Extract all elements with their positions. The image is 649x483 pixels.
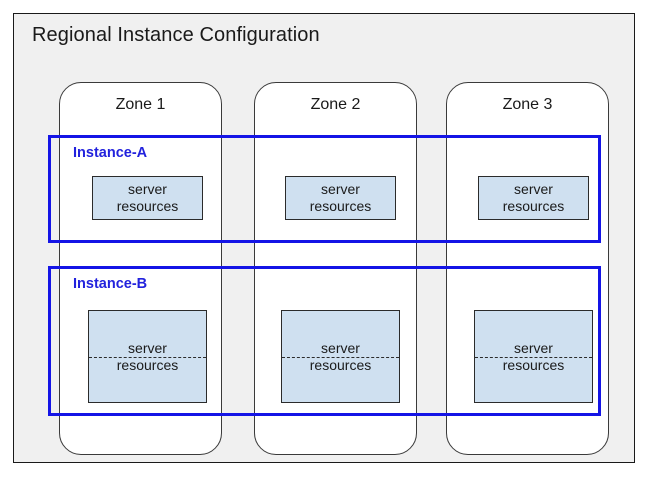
instance-label-b: Instance-B	[73, 276, 148, 292]
server-resources-line-2: resources	[502, 198, 565, 214]
server-resources-line-2: resources	[309, 356, 372, 373]
server-resources-line-1: server	[128, 339, 167, 356]
server-resources-line-1: server	[321, 339, 360, 356]
server-resources-line-1: server	[514, 339, 553, 356]
server-resources-box[interactable]: server resources	[92, 176, 203, 220]
instance-label-a: Instance-A	[73, 145, 148, 161]
server-resources-line-2: resources	[116, 356, 179, 373]
zone-label-1: Zone 1	[115, 96, 166, 113]
server-resources-line-1: server	[128, 181, 167, 198]
server-resources-box[interactable]: server resources	[88, 310, 207, 403]
server-resources-line-2: resources	[502, 356, 565, 373]
server-resources-box[interactable]: server resources	[281, 310, 400, 403]
server-resources-line-1: server	[514, 181, 553, 198]
zone-label-2: Zone 2	[310, 96, 361, 113]
server-resources-line-1: server	[321, 181, 360, 198]
regional-instance-configuration-container: Regional Instance Configuration Zone 1 Z…	[13, 13, 635, 463]
server-resources-box[interactable]: server resources	[478, 176, 589, 220]
server-resources-line-2: resources	[116, 198, 179, 214]
zone-label-3: Zone 3	[502, 96, 553, 113]
instance-band-a[interactable]: Instance-A server resources server resou…	[48, 135, 601, 243]
server-resources-line-2: resources	[309, 198, 372, 214]
server-resources-box[interactable]: server resources	[474, 310, 593, 403]
instance-band-b[interactable]: Instance-B server resources server resou…	[48, 266, 601, 416]
page-title: Regional Instance Configuration	[32, 24, 320, 46]
server-resources-box[interactable]: server resources	[285, 176, 396, 220]
